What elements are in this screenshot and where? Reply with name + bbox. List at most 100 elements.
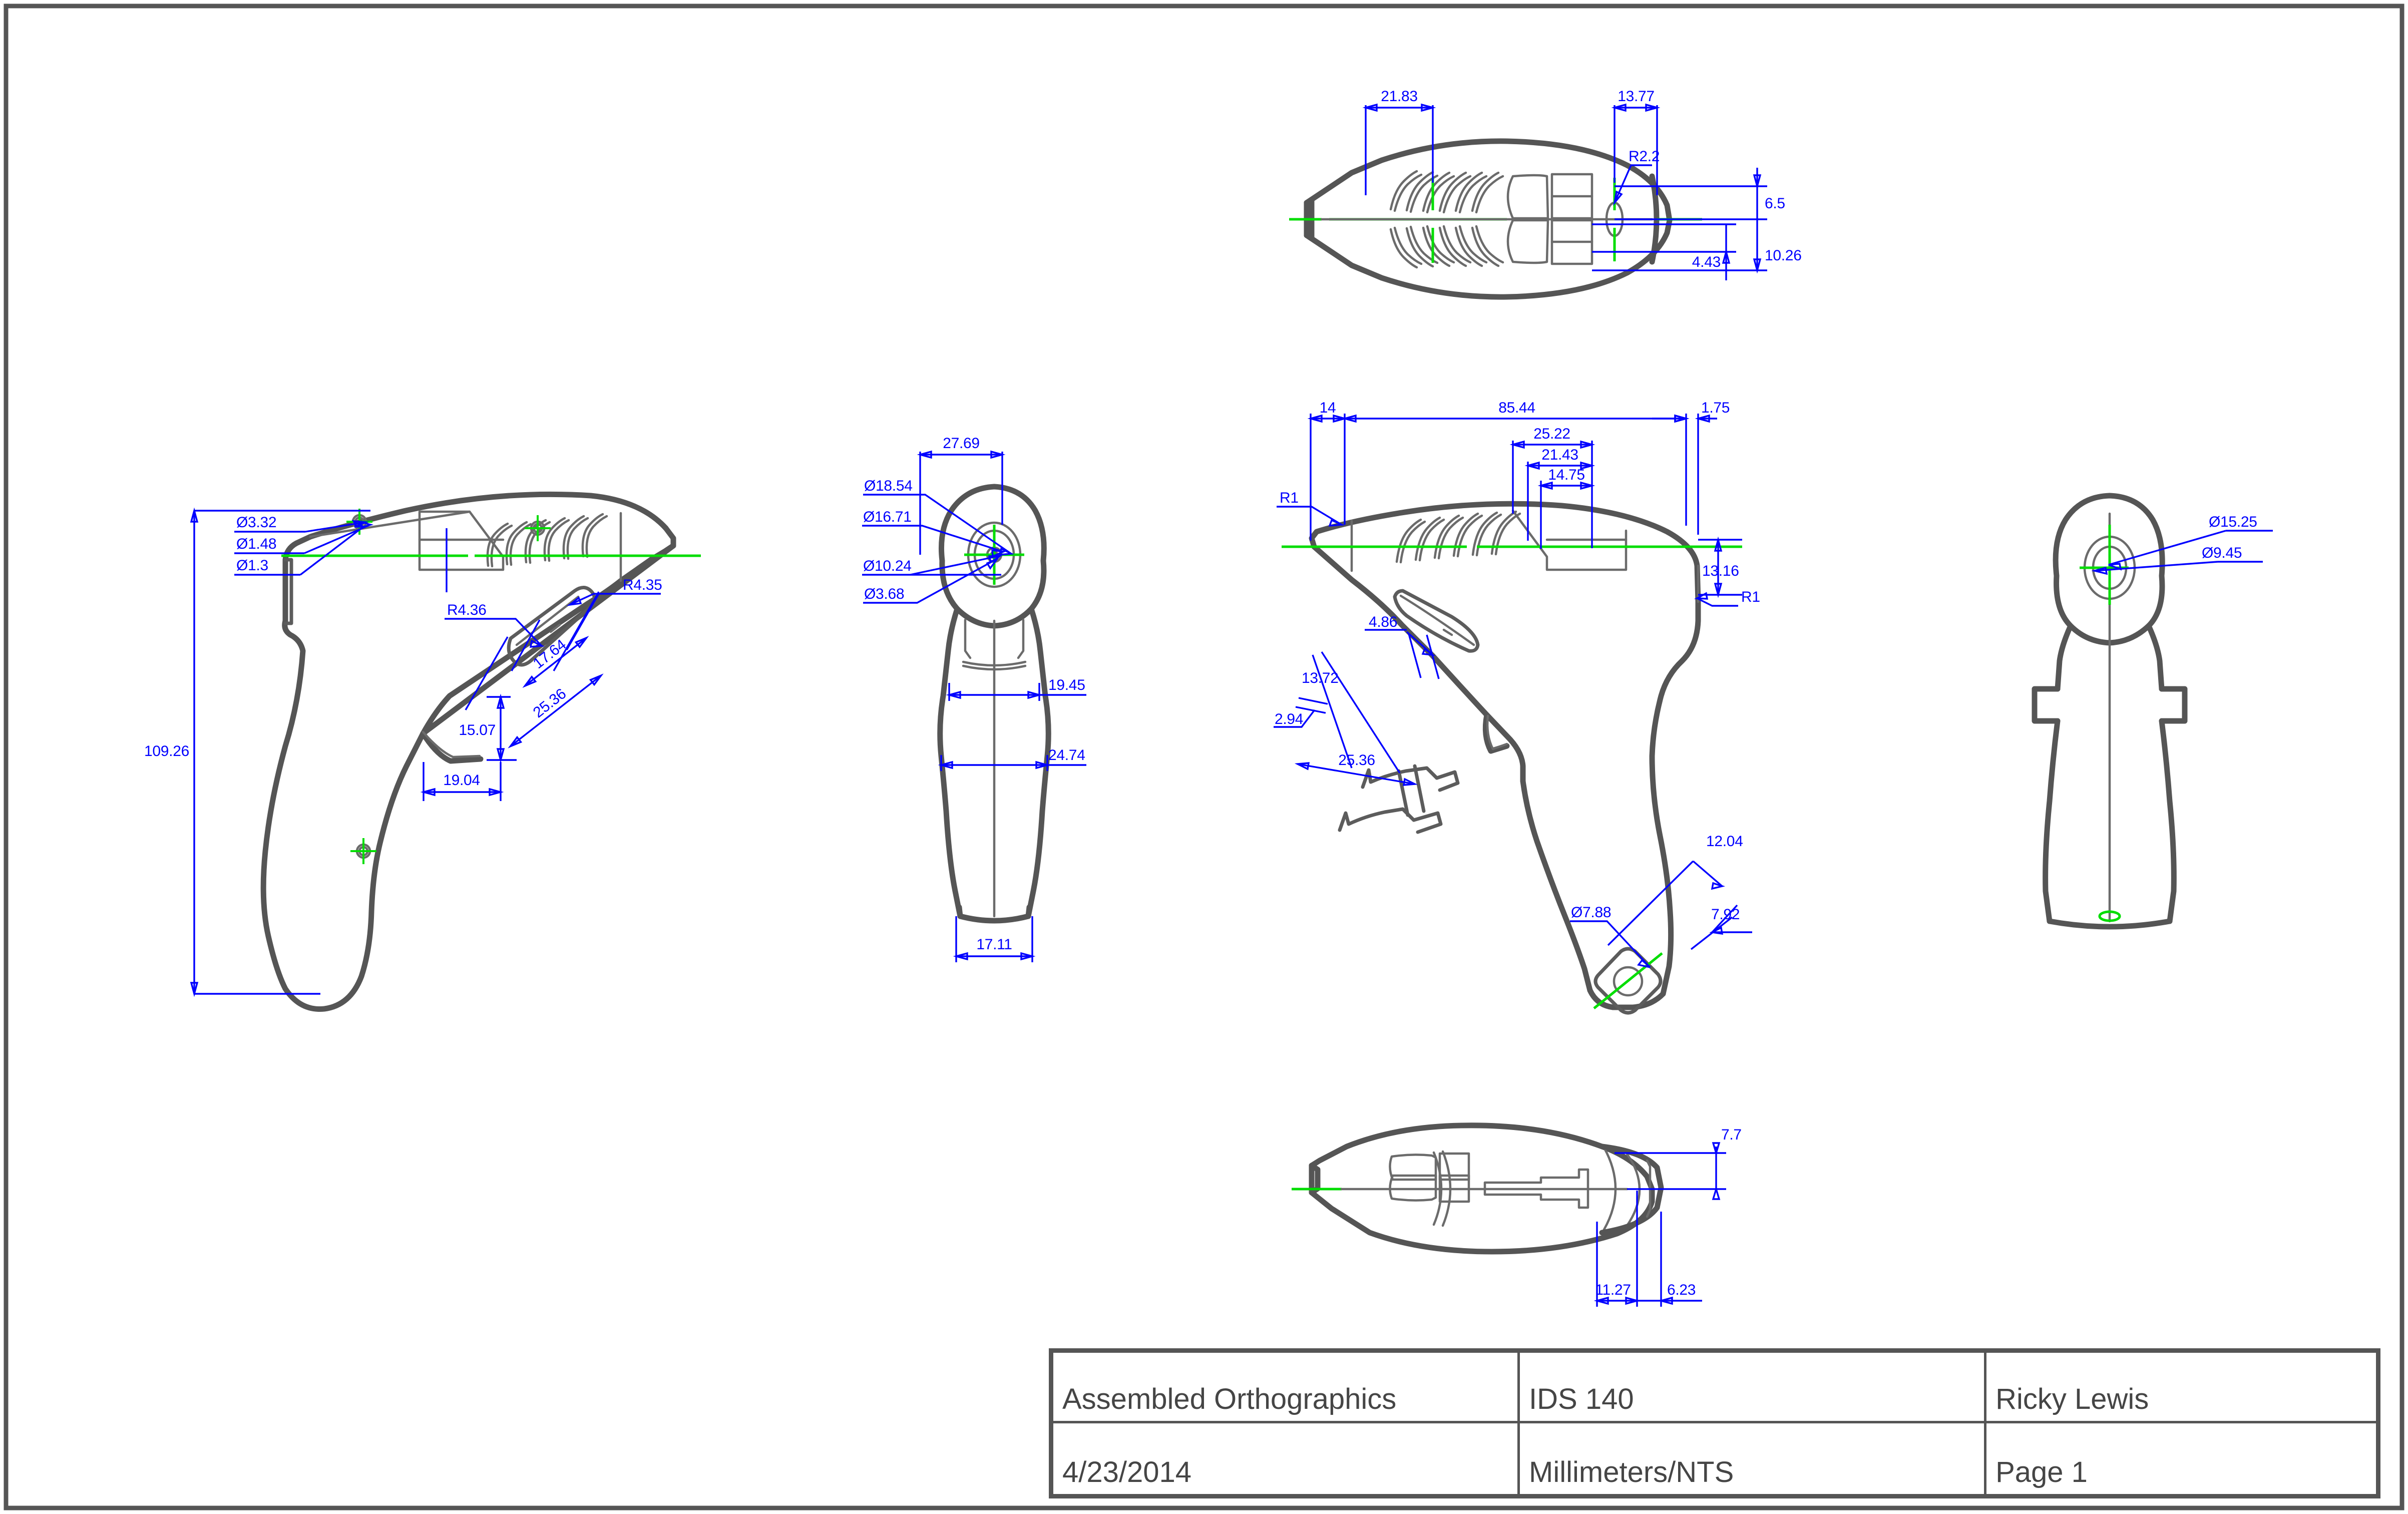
dimension-fv-d18-54: Ø18.54 — [863, 478, 1015, 556]
nozzle-detail-part — [1338, 764, 1460, 834]
dimension-top-10-26: 10.26 — [1592, 219, 1802, 274]
dim-label: Ø9.45 — [2202, 545, 2242, 561]
dim-label: 4.43 — [1692, 254, 1721, 270]
title-block-course: IDS 140 — [1520, 1353, 1987, 1423]
dim-label: 6.23 — [1667, 1282, 1696, 1298]
dim-label: R2.2 — [1629, 148, 1660, 165]
dimension-fv-d3-68: Ø3.68 — [863, 556, 1000, 604]
dimension-rsv-12-04: 12.04 — [1607, 833, 1743, 950]
dimension-fv-27-69: 27.69 — [917, 435, 1006, 555]
sheet-border — [4, 4, 2404, 1510]
dimension-rsv-r1-bottom: R1 — [1694, 589, 1760, 607]
dim-label: 19.45 — [1048, 677, 1085, 693]
dim-label: 14 — [1320, 400, 1336, 416]
view-right-side: 14 85.44 1.75 — [1274, 400, 1760, 1015]
view-top: 21.83 13.77 R2.2 — [1289, 88, 1802, 300]
dimension-lsv-15-07: 15.07 — [459, 693, 517, 764]
dim-label: 13.16 — [1702, 563, 1739, 579]
dimension-rsv-d7-88: Ø7.88 — [1570, 904, 1651, 968]
dim-label: Ø1.3 — [236, 557, 268, 574]
dimension-rv-d15-25: Ø15.25 — [2108, 514, 2273, 571]
dimension-rsv-14-75: 14.75 — [1537, 467, 1595, 549]
dimension-fv-24-74: 24.74 — [938, 747, 1086, 771]
dim-label: 2.94 — [1275, 711, 1303, 727]
title-block-page: Page 1 — [1995, 1456, 2088, 1488]
dimension-rsv-25-22: 25.22 — [1509, 426, 1595, 548]
dimension-bv-6-23: 6.23 — [1637, 1212, 1702, 1307]
dimension-top-21-83: 21.83 — [1362, 88, 1436, 195]
dimension-rsv-25-36: 25.36 — [1294, 752, 1418, 786]
dimension-rsv-13-72: 13.72 — [1302, 651, 1401, 774]
view-rear: Ø15.25 Ø9.45 — [2032, 493, 2273, 930]
dim-label: 7.7 — [1721, 1126, 1742, 1143]
dim-label: 25.22 — [1533, 426, 1570, 442]
dimension-top-r2-2: R2.2 — [1613, 148, 1660, 206]
dim-label: 15.07 — [459, 722, 496, 738]
dimension-rsv-4-86: 4.86 — [1365, 614, 1440, 679]
dimension-fv-19-45: 19.45 — [946, 677, 1086, 701]
title-block-date: 4/23/2014 — [1053, 1423, 1520, 1494]
view-left-side: Ø3.32 Ø1.48 Ø1.3 — [144, 491, 701, 1012]
dimension-lsv-25-36: 25.36 — [508, 673, 604, 748]
title-block-author: Ricky Lewis — [1986, 1353, 2376, 1423]
dimension-top-6-5: 6.5 — [1615, 168, 1785, 220]
dimension-rsv-7-92: 7.92 — [1709, 904, 1752, 935]
title-block: Assembled Orthographics IDS 140 Ricky Le… — [1049, 1348, 2380, 1498]
dim-label: 6.5 — [1765, 195, 1785, 212]
dimension-top-13-77: 13.77 — [1611, 88, 1661, 195]
dimension-top-4-43: 4.43 — [1592, 223, 1736, 280]
dimension-lsv-d1-3: Ø1.3 — [234, 519, 364, 576]
dimension-rsv-13-16: 13.16 — [1698, 536, 1742, 598]
dim-label: Ø10.24 — [863, 558, 912, 574]
dimension-rv-d9-45: Ø9.45 — [2091, 545, 2263, 575]
dimension-lsv-17-64-ext — [511, 593, 600, 671]
dim-label: 14.75 — [1548, 467, 1585, 483]
dim-label: 27.69 — [943, 435, 980, 452]
dim-label: Ø16.71 — [863, 509, 912, 525]
dimension-bv-7-7: 7.7 — [1615, 1126, 1742, 1200]
title-block-drawing-title: Assembled Orthographics — [1053, 1353, 1520, 1423]
dim-label: R4.35 — [623, 577, 662, 593]
dim-label: R1 — [1280, 490, 1299, 506]
dim-label: 24.74 — [1048, 747, 1085, 764]
dimension-lsv-r4-35: R4.35 — [566, 577, 662, 606]
dim-label: 21.43 — [1541, 447, 1578, 463]
dimension-rsv-r1-top: R1 — [1277, 490, 1345, 527]
dimension-lsv-d3-32: Ø3.32 — [234, 514, 369, 533]
dim-label: 109.26 — [144, 743, 189, 760]
dim-label: 17.11 — [976, 936, 1012, 953]
dim-label: R1 — [1741, 589, 1760, 605]
dimension-lsv-109-26: 109.26 — [144, 507, 370, 997]
dim-label: 19.04 — [443, 772, 480, 789]
dimension-fv-d16-71: Ø16.71 — [862, 509, 1007, 558]
dim-label: Ø1.48 — [236, 536, 276, 552]
dim-label: 10.26 — [1765, 247, 1802, 264]
dim-label: 13.72 — [1302, 670, 1339, 686]
dimension-bv-11-27: 11.27 — [1593, 1191, 1641, 1307]
dim-label: Ø18.54 — [864, 478, 913, 494]
dim-label: Ø15.25 — [2209, 514, 2257, 530]
dimension-fv-d10-24: Ø10.24 — [862, 555, 1003, 576]
dim-label: R4.36 — [447, 602, 487, 618]
dim-label: 11.27 — [1595, 1282, 1631, 1298]
dimension-lsv-r4-36: R4.36 — [445, 602, 545, 648]
dim-label: 1.75 — [1701, 400, 1730, 416]
dim-label: Ø7.88 — [1571, 904, 1611, 921]
dim-label: Ø3.68 — [864, 586, 904, 602]
dim-label: 21.83 — [1381, 88, 1418, 105]
dimension-rsv-14: 14 — [1307, 400, 1348, 541]
dim-label: 7.92 — [1711, 906, 1740, 923]
dim-label: 25.36 — [1338, 752, 1375, 769]
dimension-rsv-85-44: 85.44 — [1341, 400, 1690, 526]
dim-label: 12.04 — [1706, 833, 1743, 850]
view-bottom: 7.7 11.27 6.23 — [1292, 1122, 1742, 1307]
dimension-rsv-1-75: 1.75 — [1652, 400, 1730, 535]
dim-label: Ø3.32 — [236, 514, 276, 531]
dimension-lsv-19-04: 19.04 — [420, 762, 504, 801]
title-block-units-scale: Millimeters/NTS — [1520, 1423, 1987, 1494]
dimension-lsv-25-36-ext — [465, 591, 600, 710]
dim-label: 85.44 — [1498, 400, 1535, 416]
dim-label: 4.86 — [1369, 614, 1397, 630]
